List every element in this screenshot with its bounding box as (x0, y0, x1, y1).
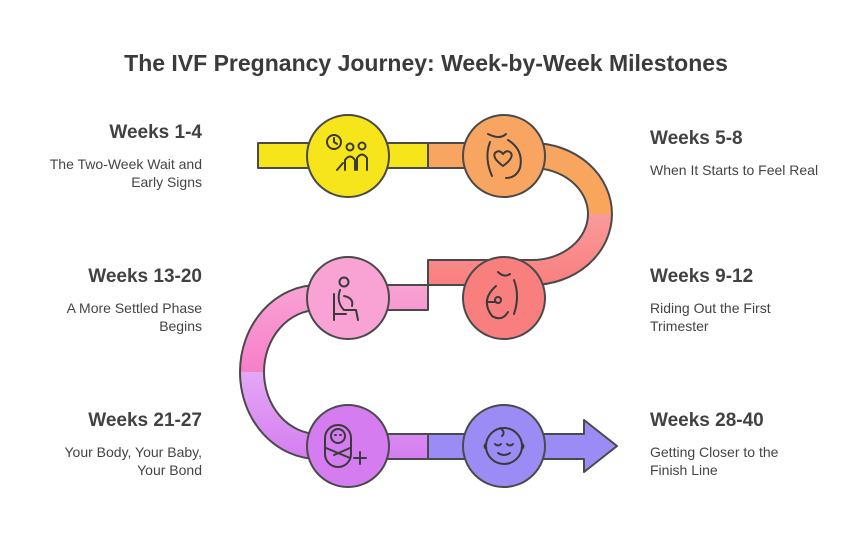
milestone-heading-2: Weeks 5-8 (650, 128, 743, 149)
pregnant-belly-heart-icon (486, 133, 522, 179)
pregnant-woman-icon (485, 271, 518, 320)
milestone-label-5: Weeks 21-27 Your Body, Your Baby, Your B… (2, 410, 202, 479)
baby-face-icon (483, 427, 525, 465)
swaddled-baby-plus-icon (324, 424, 367, 468)
milestone-heading-4: Weeks 13-20 (88, 266, 202, 287)
milestone-label-6: Weeks 28-40 Getting Closer to the Finish… (650, 410, 850, 479)
page-title: The IVF Pregnancy Journey: Week-by-Week … (124, 50, 728, 76)
milestone-circle-6 (462, 404, 546, 488)
milestone-circle-2 (462, 114, 546, 198)
milestone-label-3: Weeks 9-12 Riding Out the First Trimeste… (650, 266, 850, 335)
milestone-circle-3 (462, 256, 546, 340)
milestone-label-2: Weeks 5-8 When It Starts to Feel Real (650, 128, 850, 179)
milestone-circle-5 (306, 404, 390, 488)
seated-pregnant-woman-icon (333, 276, 359, 321)
milestone-description-2: When It Starts to Feel Real (650, 162, 819, 178)
milestone-description-1: The Two-Week Wait and Early Signs (49, 156, 202, 190)
milestone-description-4: A More Settled Phase Begins (66, 300, 202, 334)
milestone-heading-5: Weeks 21-27 (88, 410, 202, 431)
milestone-description-6: Getting Closer to the Finish Line (650, 444, 779, 478)
milestone-description-5: Your Body, Your Baby, Your Bond (64, 444, 202, 478)
milestone-label-1: Weeks 1-4 The Two-Week Wait and Early Si… (2, 122, 202, 191)
milestone-description-3: Riding Out the First Trimester (650, 300, 771, 334)
path-ribbon (239, 142, 618, 473)
milestone-label-4: Weeks 13-20 A More Settled Phase Begins (2, 266, 202, 335)
milestone-heading-6: Weeks 28-40 (650, 410, 764, 431)
milestone-heading-3: Weeks 9-12 (650, 266, 754, 287)
clock-people-icon (326, 134, 368, 171)
milestone-heading-1: Weeks 1-4 (109, 122, 202, 143)
